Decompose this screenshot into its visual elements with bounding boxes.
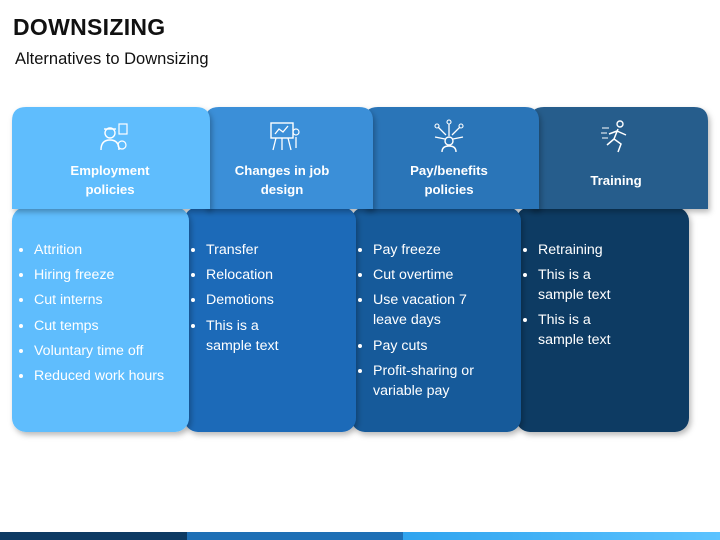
list-item: Use vacation 7 leave days — [356, 290, 514, 330]
list-item: Retraining — [521, 240, 682, 260]
list-item-text: sample text — [538, 287, 611, 304]
list-item: Relocation — [189, 265, 349, 285]
column-title-line: design — [260, 182, 304, 197]
list-item-text: Voluntary time off — [34, 342, 144, 359]
list-item: Pay freeze — [356, 240, 514, 260]
list-item-text: Use vacation 7 — [373, 292, 467, 309]
column-title-1: Employment policies — [40, 161, 180, 199]
list-item-text: Reduced work hours — [34, 367, 165, 384]
list-item: Attrition — [17, 240, 182, 260]
list-item-text: Cut temps — [34, 317, 99, 334]
column-title-line: Employment — [70, 163, 150, 178]
employee-policies-icon — [100, 123, 128, 151]
list-item: Reduced work hours — [17, 366, 182, 386]
column-title-3: Pay/benefits policies — [379, 161, 519, 199]
column-title-line: Pay/benefits — [410, 163, 488, 178]
column-body-3 — [351, 207, 521, 432]
list-item-text: Demotions — [206, 292, 274, 309]
page-subtitle: Alternatives to Downsizing — [15, 50, 209, 68]
column-title-4: Training — [546, 171, 686, 190]
list-item: Pay cuts — [356, 336, 514, 356]
column-body-1 — [12, 207, 189, 432]
column-body-4 — [516, 207, 689, 432]
list-item-text: sample text — [206, 337, 279, 354]
presentation-board-icon — [270, 122, 300, 151]
list-item: Demotions — [189, 290, 349, 310]
list-item: Voluntary time off — [17, 341, 182, 361]
column-title-line: Changes in job — [234, 163, 330, 178]
list-item: Cut temps — [17, 316, 182, 336]
column-title-2: Changes in job design — [212, 161, 352, 199]
list-item: Cut interns — [17, 290, 182, 310]
bottom-accent-bar — [0, 532, 720, 540]
list-item-text: variable pay — [373, 382, 450, 399]
column-body-2 — [184, 207, 356, 432]
list-item-text: leave days — [373, 312, 441, 329]
list-item-text: Pay cuts — [373, 337, 428, 354]
list-item: Transfer — [189, 240, 349, 260]
list-item-text: Transfer — [206, 242, 259, 258]
list-item-text: Attrition — [34, 242, 83, 258]
list-item: This is a sample text — [189, 316, 349, 356]
column-title-line: Training — [590, 173, 642, 188]
list-item-text: Cut overtime — [373, 267, 454, 284]
list-item: This is a sample text — [521, 310, 682, 350]
list-item: Hiring freeze — [17, 265, 182, 285]
list-item-text: Relocation — [206, 267, 274, 284]
list-item-text: This is a — [206, 317, 259, 334]
list-item-text: sample text — [538, 332, 611, 349]
list-item-text: This is a — [538, 267, 591, 284]
column-title-line: policies — [424, 182, 474, 197]
list-item-text: Pay freeze — [373, 242, 441, 258]
column-header-1 — [12, 107, 210, 209]
page-title: DOWNSIZING — [13, 14, 166, 40]
running-person-icon — [601, 120, 627, 153]
list-item: Cut overtime — [356, 265, 514, 285]
person-network-icon — [434, 119, 464, 153]
list-item: Profit-sharing or variable pay — [356, 361, 514, 401]
list-item-text: Hiring freeze — [34, 267, 115, 284]
list-item-text: Profit-sharing or — [373, 362, 474, 379]
list-item-text: This is a — [538, 312, 591, 329]
column-header-4 — [530, 107, 708, 209]
column-title-line: policies — [85, 182, 135, 197]
column-header-2 — [205, 107, 373, 209]
list-item-text: Retraining — [538, 242, 603, 258]
list-item-text: Cut interns — [34, 292, 103, 309]
column-header-3 — [364, 107, 539, 209]
list-item: This is a sample text — [521, 265, 682, 305]
